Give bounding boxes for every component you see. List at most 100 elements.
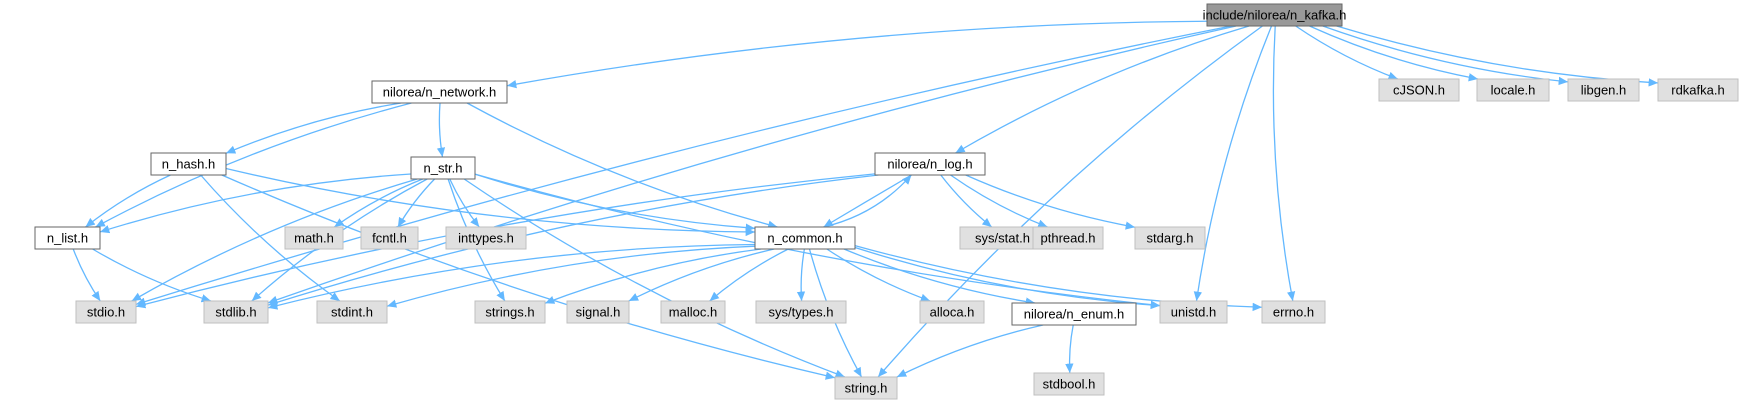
node-box — [1159, 300, 1228, 324]
edge-n_str-to-string — [463, 178, 846, 378]
edge-n_list-to-stdio — [72, 248, 101, 302]
node-label: nilorea/n_log.h — [887, 157, 972, 172]
node-n_hash[interactable]: n_hash.h — [150, 152, 227, 176]
edge-n_hash-to-string — [221, 174, 836, 380]
edge-n_hash-to-stdint — [200, 174, 341, 302]
edge-n_kafka-to-cJSON — [1295, 25, 1399, 80]
edge-n_str-to-fcntl — [397, 178, 436, 228]
node-box — [1011, 302, 1137, 326]
node-pthread: pthread.h — [1032, 226, 1104, 250]
node-box — [284, 226, 344, 250]
node-label: sys/stat.h — [975, 231, 1030, 246]
edge-n_common-to-stdlib — [267, 243, 756, 310]
node-string: string.h — [834, 376, 898, 400]
node-box — [150, 152, 227, 176]
edge-n_str-to-n_list — [99, 173, 412, 234]
node-box — [834, 376, 898, 400]
node-cJSON: cJSON.h — [1378, 78, 1460, 102]
edge-n_str-to-unistd — [474, 173, 1161, 309]
node-box — [1378, 78, 1460, 102]
node-n_kafka[interactable]: include/nilorea/n_kafka.h — [1203, 3, 1347, 27]
edge-n_network-to-n_str — [436, 102, 446, 158]
node-n_common[interactable]: n_common.h — [754, 226, 856, 250]
node-strings: strings.h — [474, 300, 546, 324]
node-box — [474, 300, 546, 324]
edge-n_log-to-stdlib — [267, 174, 879, 307]
node-systypes: sys/types.h — [755, 300, 847, 324]
node-malloc: malloc.h — [660, 300, 726, 324]
edge-n_str-to-math — [333, 178, 423, 228]
edge-n_network-to-n_hash — [225, 102, 402, 154]
node-layer: include/nilorea/n_kafka.h nilorea/n_netwo… — [34, 3, 1739, 400]
node-box — [1032, 226, 1104, 250]
node-box — [755, 300, 847, 324]
node-label: include/nilorea/n_kafka.h — [1203, 8, 1347, 23]
edge-n_kafka-to-stdlib — [267, 25, 1237, 304]
node-label: stdarg.h — [1147, 231, 1194, 246]
node-box — [874, 152, 986, 176]
edge-n_network-to-n_list — [95, 102, 412, 228]
edge-n_common-to-systypes — [796, 248, 806, 302]
node-sysstat: sys/stat.h — [959, 226, 1046, 250]
edge-n_common-to-alloca — [826, 248, 931, 302]
edge-n_enum-to-string — [896, 324, 1044, 378]
node-stdio: stdio.h — [75, 300, 137, 324]
node-inttypes: inttypes.h — [445, 226, 527, 250]
node-box — [660, 300, 726, 324]
edge-n_common-to-malloc — [709, 248, 789, 302]
node-box — [1657, 78, 1739, 102]
node-box — [1567, 78, 1640, 102]
edge-n_common-to-signal — [628, 248, 775, 302]
node-n_str[interactable]: n_str.h — [410, 156, 476, 180]
node-box — [919, 300, 985, 324]
node-label: pthread.h — [1041, 231, 1096, 246]
node-box — [754, 226, 856, 250]
node-fcntl: fcntl.h — [360, 226, 419, 250]
edge-n_log-to-n_common — [823, 174, 912, 228]
node-box — [203, 300, 269, 324]
edge-n_enum-to-stdbool — [1065, 324, 1074, 374]
node-label: nilorea/n_network.h — [383, 85, 496, 100]
node-n_list[interactable]: n_list.h — [34, 226, 101, 250]
edge-n_str-to-n_common — [474, 173, 756, 232]
node-n_log[interactable]: nilorea/n_log.h — [874, 152, 986, 176]
node-label: n_hash.h — [162, 157, 216, 172]
node-label: stdint.h — [331, 305, 373, 320]
node-box — [1206, 3, 1343, 27]
node-unistd: unistd.h — [1159, 300, 1228, 324]
node-label: rdkafka.h — [1671, 83, 1724, 98]
edge-n_kafka-to-libgen — [1322, 25, 1569, 86]
node-box — [371, 80, 508, 104]
node-box — [1033, 372, 1105, 396]
node-label: strings.h — [485, 305, 534, 320]
node-label: inttypes.h — [458, 231, 514, 246]
node-box — [445, 226, 527, 250]
node-box — [34, 226, 101, 250]
node-n_enum[interactable]: nilorea/n_enum.h — [1011, 302, 1137, 326]
node-label: n_common.h — [767, 231, 842, 246]
node-box — [1261, 300, 1326, 324]
node-label: unistd.h — [1171, 305, 1217, 320]
node-stdlib: stdlib.h — [203, 300, 269, 324]
edge-n_kafka-to-stdio — [135, 25, 1232, 306]
edge-n_kafka-to-unistd — [1193, 25, 1273, 302]
node-label: locale.h — [1491, 83, 1536, 98]
node-label: stdbool.h — [1043, 377, 1096, 392]
node-label: malloc.h — [669, 305, 717, 320]
node-label: string.h — [845, 381, 888, 396]
node-label: alloca.h — [930, 305, 975, 320]
node-label: signal.h — [576, 305, 621, 320]
edge-n_kafka-to-n_log — [955, 25, 1250, 154]
edge-n_common-to-stdint — [386, 245, 756, 308]
node-box — [75, 300, 137, 324]
node-signal: signal.h — [566, 300, 630, 324]
node-label: math.h — [294, 231, 334, 246]
node-errno: errno.h — [1261, 300, 1326, 324]
edge-n_log-to-stdarg — [965, 174, 1136, 230]
node-box — [316, 300, 388, 324]
node-n_network[interactable]: nilorea/n_network.h — [371, 80, 508, 104]
node-stdint: stdint.h — [316, 300, 388, 324]
node-box — [1134, 226, 1206, 250]
node-label: n_str.h — [423, 161, 462, 176]
